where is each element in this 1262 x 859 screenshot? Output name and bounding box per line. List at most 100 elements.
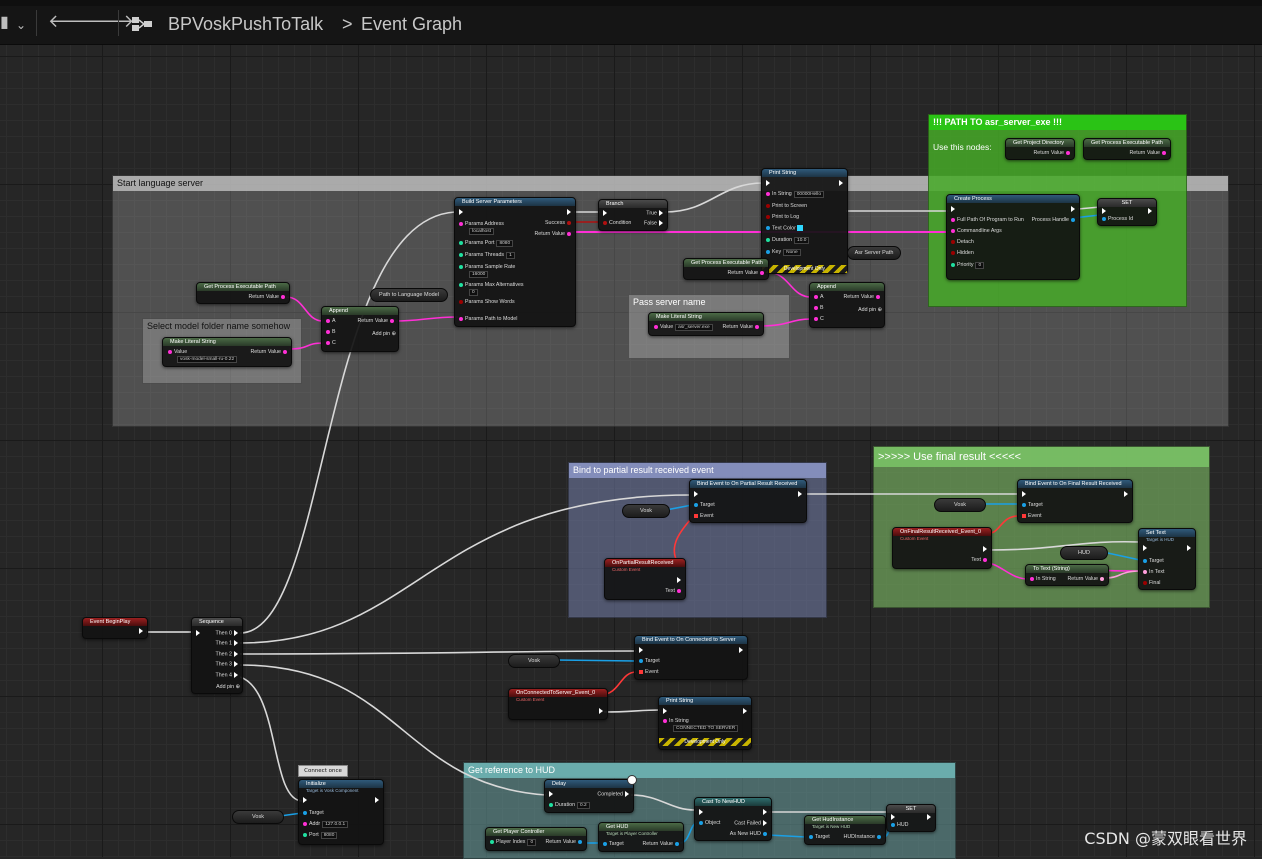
value-field[interactable]: localhost bbox=[469, 228, 494, 235]
chevron-down-icon[interactable]: ⌄ bbox=[16, 18, 27, 32]
string-pin[interactable] bbox=[283, 349, 287, 354]
node-title: Get HudInstance bbox=[805, 816, 885, 824]
node-get-hud-instance[interactable]: Get HudInstance Target is New HUD Target… bbox=[804, 815, 886, 845]
node-get-exe-path-1[interactable]: Get Process Executable Path Return Value bbox=[196, 282, 290, 304]
node-title: Append bbox=[810, 283, 884, 291]
value-field[interactable]: 10.0 bbox=[794, 237, 810, 244]
bookmark-icon[interactable]: ▮ bbox=[0, 12, 9, 31]
pin-label: Detach bbox=[957, 239, 974, 245]
node-title: Sequence bbox=[192, 618, 242, 626]
node-get-project-dir[interactable]: Get Project Directory Return Value bbox=[1005, 138, 1075, 160]
node-set-hud[interactable]: SET HUD bbox=[886, 804, 936, 832]
value-field[interactable]: 00000Hello bbox=[793, 191, 825, 198]
node-create-process[interactable]: Create Process Full Path Of Program to R… bbox=[946, 194, 1080, 280]
breadcrumb-graph[interactable]: Event Graph bbox=[361, 14, 463, 34]
value-field[interactable]: 0.2 bbox=[577, 802, 590, 809]
node-sequence[interactable]: Sequence Then 0 Then 1 Then 2 Then 3 The… bbox=[191, 617, 243, 694]
value-field[interactable]: 1 bbox=[506, 252, 515, 259]
node-append-1[interactable]: Append A B C Return Value Add pin ⊕ bbox=[321, 306, 399, 352]
node-title: OnPartialResultReceived bbox=[605, 559, 685, 567]
comment-title: Get reference to HUD bbox=[464, 763, 955, 778]
pin-label: In Text bbox=[1149, 569, 1165, 575]
comment-title: >>>>> Use final result <<<<< bbox=[874, 447, 1209, 467]
node-append-2[interactable]: Append A B C Return Value Add pin ⊕ bbox=[809, 282, 885, 328]
node-title: Create Process bbox=[947, 195, 1079, 203]
value-field[interactable]: 16000 bbox=[469, 271, 489, 278]
node-title: Build Server Parameters bbox=[455, 198, 575, 206]
pin-label: Params Show Words bbox=[465, 299, 515, 305]
node-bind-connected[interactable]: Bind Event to On Connected to Server Tar… bbox=[634, 635, 748, 680]
var-hud-1[interactable]: HUD bbox=[1060, 546, 1108, 560]
node-on-partial-result[interactable]: OnPartialResultReceived Custom Event Tex… bbox=[604, 558, 686, 600]
node-on-connected[interactable]: OnConnectedToServer_Event_0 Custom Event bbox=[508, 688, 608, 720]
pin-label: Return Value bbox=[843, 294, 874, 300]
node-get-exe-path-3[interactable]: Get Process Executable Path Return Value bbox=[1083, 138, 1171, 160]
var-vosk-1[interactable]: Vosk bbox=[622, 504, 670, 518]
pin-label: Target bbox=[815, 834, 830, 840]
node-on-final-result[interactable]: OnFinalResultReceived_Event_0 Custom Eve… bbox=[892, 527, 992, 569]
pin-label: A bbox=[332, 318, 336, 324]
node-branch[interactable]: Branch Condition True False bbox=[598, 199, 668, 231]
value-field[interactable]: None bbox=[783, 249, 801, 256]
pin-label: Completed bbox=[597, 791, 623, 798]
value-field[interactable]: vosk-model-small-ru-0.22 bbox=[177, 356, 238, 363]
comment-bubble-connect-once[interactable]: Connect once bbox=[298, 765, 348, 777]
pin-label: Params Sample Rate bbox=[465, 264, 516, 270]
dev-only-strip: Development Only bbox=[659, 738, 751, 746]
node-initialize[interactable]: Initialize Target is Vosk Component Targ… bbox=[298, 779, 384, 845]
value-field[interactable]: 8080 bbox=[496, 240, 514, 247]
pin-label: Then 3 bbox=[215, 661, 233, 668]
value-field[interactable]: 0 bbox=[975, 262, 985, 269]
pin-label: Duration bbox=[772, 237, 793, 243]
node-event-beginplay[interactable]: Event BeginPlay bbox=[82, 617, 148, 639]
pin-label: Event bbox=[645, 669, 659, 675]
var-asr-server-path[interactable]: Asr Server Path bbox=[847, 246, 901, 260]
node-bind-partial[interactable]: Bind Event to On Partial Result Received… bbox=[689, 479, 807, 523]
value-field[interactable]: asr_server.exe bbox=[675, 324, 713, 331]
add-pin-button[interactable]: Add pin bbox=[216, 684, 235, 690]
pin-label: Return Value bbox=[1067, 576, 1098, 582]
node-print-string-2[interactable]: Print String In String CONNECTED TO SERV… bbox=[658, 696, 752, 750]
pin-label: Priority bbox=[957, 262, 974, 268]
back-arrow-icon[interactable]: 🡐 bbox=[48, 11, 97, 32]
node-cast-to-newhud[interactable]: Cast To NewHUD Object Cast Failed As New… bbox=[694, 797, 772, 841]
value-field[interactable]: 8080 bbox=[320, 832, 338, 839]
node-title: Print String bbox=[762, 169, 847, 177]
pin-label: Cast Failed bbox=[734, 820, 761, 827]
node-build-server-params[interactable]: Build Server Parameters Params Address l… bbox=[454, 197, 576, 327]
pin-label: Target bbox=[645, 658, 660, 664]
node-set-process-id[interactable]: SET Process Id bbox=[1097, 198, 1157, 226]
node-set-text[interactable]: Set Text Target is HUD Target In Text Fi… bbox=[1138, 528, 1196, 590]
node-title: Bind Event to On Partial Result Received bbox=[690, 480, 806, 488]
var-vosk-4[interactable]: Vosk bbox=[232, 810, 284, 824]
editor-toolbar: ▮ ⌄ 🡐 🡒 BPVoskPushToTalk > Event Graph bbox=[0, 0, 1262, 45]
var-vosk-2[interactable]: Vosk bbox=[934, 498, 986, 512]
var-vosk-3[interactable]: Vosk bbox=[508, 654, 560, 668]
node-title: Bind Event to On Final Result Received bbox=[1018, 480, 1132, 488]
breadcrumb-blueprint[interactable]: BPVoskPushToTalk bbox=[168, 14, 324, 34]
node-get-exe-path-2[interactable]: Get Process Executable Path Return Value bbox=[683, 258, 769, 280]
node-make-literal-1[interactable]: Make Literal String Value vosk-model-sma… bbox=[162, 337, 292, 367]
pin-label: Target bbox=[609, 841, 624, 847]
forward-arrow-icon[interactable]: 🡒 bbox=[86, 11, 135, 32]
string-pin[interactable] bbox=[281, 294, 285, 299]
add-pin-button[interactable]: Add pin bbox=[372, 331, 391, 337]
value-field[interactable]: CONNECTED TO SERVER bbox=[673, 725, 739, 732]
value-field[interactable]: 0 bbox=[527, 839, 537, 846]
value-field[interactable]: 0 bbox=[469, 289, 478, 296]
node-to-text-string[interactable]: To Text (String) In String Return Value bbox=[1025, 564, 1109, 586]
pin-label: Process Handle bbox=[1031, 217, 1069, 223]
node-bind-final[interactable]: Bind Event to On Final Result Received T… bbox=[1017, 479, 1133, 523]
string-pin[interactable] bbox=[168, 349, 172, 354]
node-get-hud[interactable]: Get HUD Target is Player Controller Targ… bbox=[598, 822, 684, 852]
node-title: To Text (String) bbox=[1026, 565, 1108, 573]
var-path-to-language-model[interactable]: Path to Language Model bbox=[370, 288, 448, 302]
value-field[interactable]: 127.0.0.1 bbox=[322, 821, 349, 828]
node-subtitle: Target is New HUD bbox=[812, 824, 851, 829]
add-pin-button[interactable]: Add pin bbox=[858, 307, 877, 313]
